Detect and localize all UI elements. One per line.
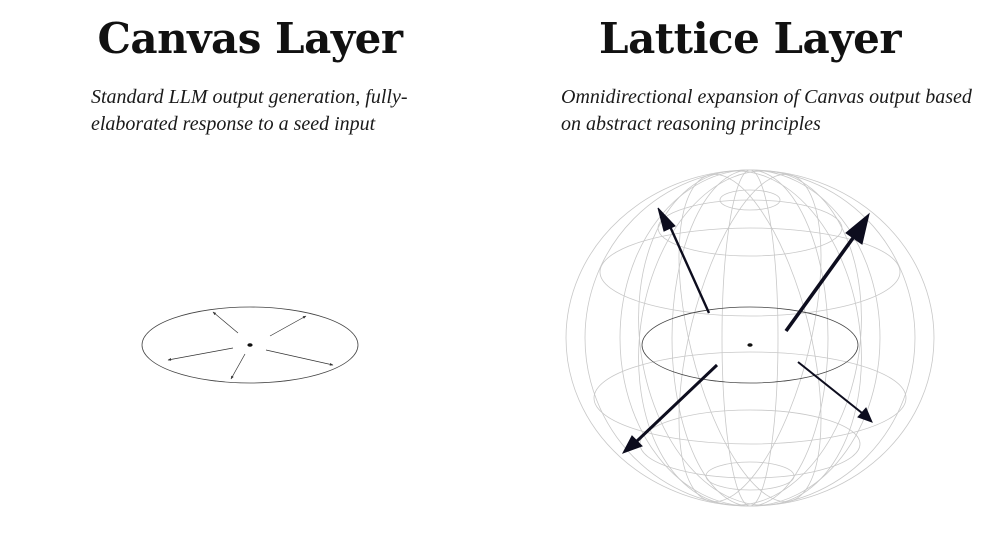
lattice-layer-diagram — [565, 169, 935, 507]
canvas-layer-diagram — [141, 306, 359, 384]
canvas-arrow-upper-right — [269, 315, 307, 337]
lattice-layer-description: Omnidirectional expansion of Canvas outp… — [561, 86, 972, 135]
canvas-arrow-left — [167, 347, 234, 361]
canvas-arrow-upper-left — [212, 311, 239, 334]
lattice-arrow-upper-right — [784, 212, 870, 333]
lattice-sphere — [565, 169, 935, 507]
lattice-canvas-ellipse — [641, 306, 859, 384]
canvas-layer-description: Standard LLM output generation, fully-el… — [91, 86, 408, 135]
canvas-arrow-lower-left — [230, 353, 246, 380]
lattice-arrow-lower-right — [797, 361, 873, 423]
canvas-ellipse — [141, 306, 359, 384]
lattice-seed-point — [747, 343, 753, 347]
lattice-arrow-lower-left — [621, 363, 719, 454]
canvas-seed-point — [247, 343, 253, 347]
canvas-arrow-right — [265, 349, 334, 366]
canvas-layer-title: Canvas Layer — [97, 14, 403, 63]
lattice-arrow-upper-left — [657, 207, 711, 314]
lattice-layer-title: Lattice Layer — [599, 14, 901, 63]
